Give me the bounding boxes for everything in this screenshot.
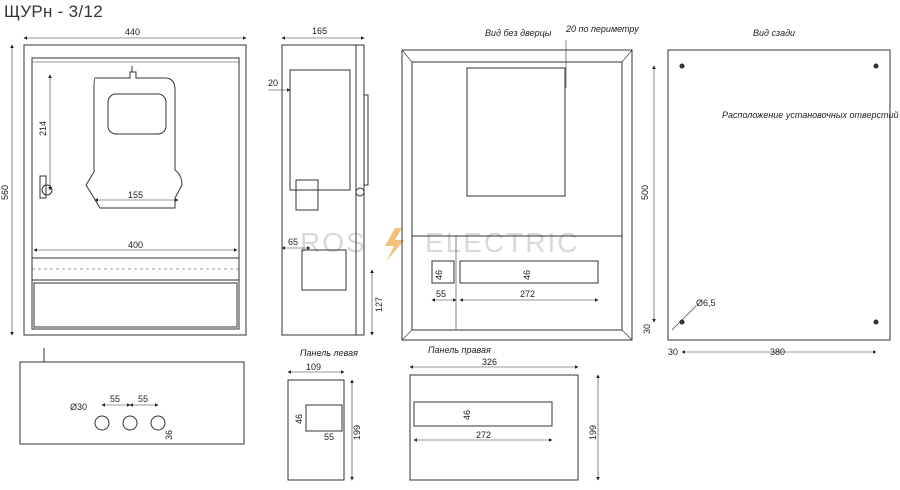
dim-offset-v: 30 bbox=[642, 324, 652, 334]
page-title: ЩУРн - 3/12 bbox=[4, 2, 103, 21]
dim-meter-width: 155 bbox=[128, 190, 143, 200]
watermark: ROS ELECTRIC bbox=[300, 227, 579, 262]
dim-depth: 165 bbox=[312, 26, 327, 36]
front-view bbox=[10, 36, 247, 336]
dim-w2: 272 bbox=[520, 289, 535, 299]
lightning-icon bbox=[385, 228, 404, 262]
dim-right-width: 326 bbox=[482, 357, 497, 367]
dim-height: 560 bbox=[0, 185, 10, 200]
left-panel-label: Панель левая bbox=[300, 348, 358, 358]
right-panel-label: Панель правая bbox=[428, 345, 491, 355]
no-door-label: Вид без дверцы bbox=[485, 28, 552, 38]
dim-h2: 46 bbox=[522, 270, 532, 280]
dim-inner-width: 400 bbox=[128, 240, 143, 250]
dim-din-offset: 65 bbox=[288, 237, 298, 247]
dim-hole-30: Ø30 bbox=[70, 402, 87, 412]
dim-spacing2: 55 bbox=[138, 394, 148, 404]
left-panel bbox=[287, 370, 354, 481]
side-view bbox=[268, 36, 374, 336]
bottom-view bbox=[19, 348, 245, 445]
watermark-left: ROS bbox=[300, 227, 367, 258]
dim-offset-h: 30 bbox=[668, 347, 678, 357]
dim-w1: 55 bbox=[436, 289, 446, 299]
rear-view bbox=[652, 49, 891, 354]
dim-h1: 46 bbox=[434, 270, 444, 280]
dim-right-h: 46 bbox=[462, 410, 472, 420]
dim-right-height: 199 bbox=[588, 425, 598, 440]
dim-offset: 20 bbox=[268, 78, 278, 88]
dim-left-height: 199 bbox=[352, 425, 362, 440]
dim-hole-dia: Ø6,5 bbox=[696, 298, 716, 308]
dim-meter-height: 214 bbox=[38, 121, 48, 136]
watermark-right: ELECTRIC bbox=[425, 227, 579, 258]
rear-view-label: Вид сзади bbox=[753, 28, 795, 38]
dim-edge: 36 bbox=[164, 430, 174, 440]
right-panel bbox=[409, 365, 600, 481]
dim-rear-height: 500 bbox=[640, 185, 650, 200]
dim-right-w: 272 bbox=[476, 430, 491, 440]
dim-spacing1: 55 bbox=[110, 394, 120, 404]
dim-left-width: 109 bbox=[306, 362, 321, 372]
holes-note: Расположение установочных отверстий bbox=[722, 110, 899, 120]
no-door-view bbox=[401, 40, 633, 341]
dim-spacing: 380 bbox=[770, 347, 785, 357]
perimeter-label: 20 по периметру bbox=[565, 24, 639, 34]
dim-left-h: 46 bbox=[294, 414, 304, 424]
dim-bottom: 127 bbox=[374, 297, 384, 312]
dim-width: 440 bbox=[125, 27, 140, 37]
dim-left-w: 55 bbox=[324, 432, 334, 442]
